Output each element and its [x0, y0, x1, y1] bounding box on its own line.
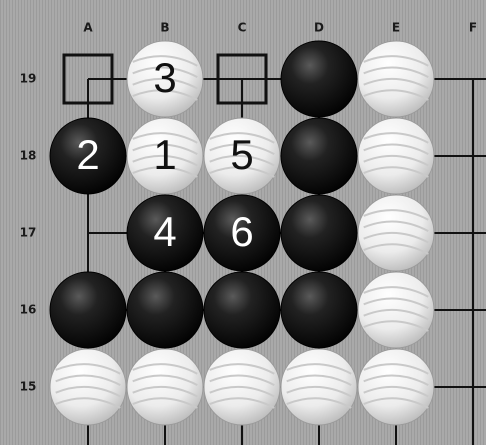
row-label: 15	[20, 380, 37, 394]
black-stone[interactable]	[281, 272, 357, 348]
white-stone[interactable]	[281, 349, 357, 425]
white-stone[interactable]	[50, 349, 126, 425]
row-label: 18	[20, 149, 37, 163]
row-label: 17	[20, 226, 37, 240]
white-stone[interactable]	[358, 41, 434, 117]
stone-body	[204, 272, 280, 348]
black-stone[interactable]	[204, 272, 280, 348]
black-stone[interactable]	[127, 272, 203, 348]
stone-body	[50, 272, 126, 348]
black-stone[interactable]	[281, 118, 357, 194]
black-stone[interactable]	[281, 195, 357, 271]
column-label: E	[392, 21, 400, 35]
white-stone[interactable]: 5	[204, 118, 280, 194]
white-stone[interactable]: 3	[127, 41, 203, 117]
column-label: B	[160, 21, 169, 35]
white-stone[interactable]	[358, 272, 434, 348]
move-number: 1	[153, 131, 176, 178]
black-stone[interactable]: 2	[50, 118, 126, 194]
row-label: 16	[20, 303, 37, 317]
stone-body	[281, 272, 357, 348]
move-number: 2	[76, 131, 99, 178]
white-stone[interactable]	[358, 195, 434, 271]
stone-body	[281, 118, 357, 194]
column-label: C	[238, 21, 247, 35]
white-stone[interactable]	[127, 349, 203, 425]
move-number: 3	[153, 54, 176, 101]
stone-body	[281, 195, 357, 271]
stone-body	[281, 41, 357, 117]
white-stone[interactable]: 1	[127, 118, 203, 194]
white-stone[interactable]	[204, 349, 280, 425]
black-stone[interactable]: 6	[204, 195, 280, 271]
column-label: A	[83, 21, 93, 35]
black-stone[interactable]	[281, 41, 357, 117]
white-stone[interactable]	[358, 118, 434, 194]
row-label: 19	[20, 72, 37, 86]
stone-body	[127, 272, 203, 348]
black-stone[interactable]: 4	[127, 195, 203, 271]
black-stone[interactable]	[50, 272, 126, 348]
column-label: D	[314, 21, 324, 35]
column-label: F	[469, 21, 477, 35]
move-number: 6	[230, 208, 253, 255]
white-stone[interactable]	[358, 349, 434, 425]
move-number: 4	[153, 208, 176, 255]
move-number: 5	[230, 131, 253, 178]
